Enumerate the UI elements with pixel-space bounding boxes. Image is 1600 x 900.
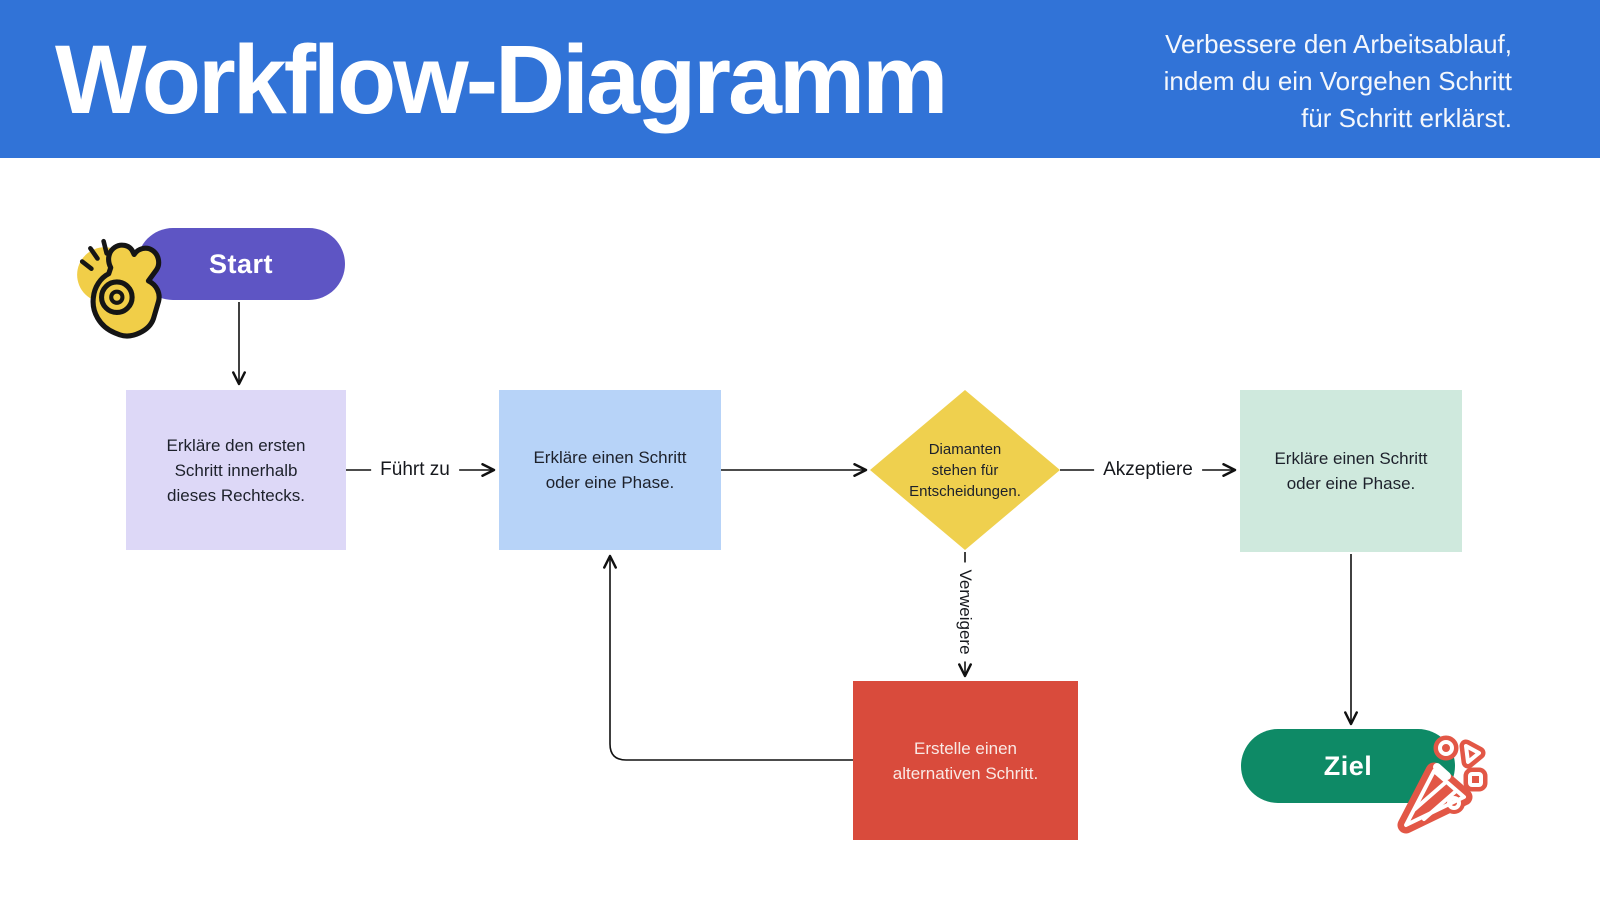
node-accepted-step-text: Erkläre einen Schritt oder eine Phase.: [1274, 449, 1428, 493]
node-start-label: Start: [208, 248, 273, 279]
edge-label-reject: Verweigere: [953, 562, 977, 662]
node-goal-label: Ziel: [1323, 750, 1373, 781]
header-banner: Workflow-Diagramm Verbessere den Arbeits…: [0, 0, 1600, 158]
edge-label-accept: Akzeptiere: [1094, 457, 1202, 483]
node-first-step-text: Erkläre den ersten Schritt innerhalb die…: [166, 435, 306, 505]
connector-alternative-loop: [603, 554, 853, 761]
node-step-phase: Erkläre einen Schritt oder eine Phase.: [499, 390, 721, 550]
node-first-step: Erkläre den ersten Schritt innerhalb die…: [126, 390, 346, 550]
node-alternative-step: Erstelle einen alternativen Schritt.: [853, 681, 1078, 840]
edge-label-leads-to: Führt zu: [371, 457, 459, 483]
party-popper-icon: [1397, 735, 1488, 834]
node-accepted-step: Erkläre einen Schritt oder eine Phase.: [1240, 390, 1462, 552]
node-start: Start: [137, 228, 345, 300]
node-step-phase-text: Erkläre einen Schritt oder eine Phase.: [533, 448, 687, 492]
page-title: Workflow-Diagramm: [55, 24, 948, 134]
node-decision: Diamanten stehen für Entscheidungen.: [870, 390, 1060, 550]
node-decision-text: Diamanten stehen für Entscheidungen.: [909, 440, 1021, 500]
node-alternative-step-text: Erstelle einen alternativen Schritt.: [892, 738, 1039, 783]
page-subtitle: Verbessere den Arbeitsablauf, indem du e…: [1163, 28, 1512, 133]
ok-hand-icon: [77, 238, 162, 339]
